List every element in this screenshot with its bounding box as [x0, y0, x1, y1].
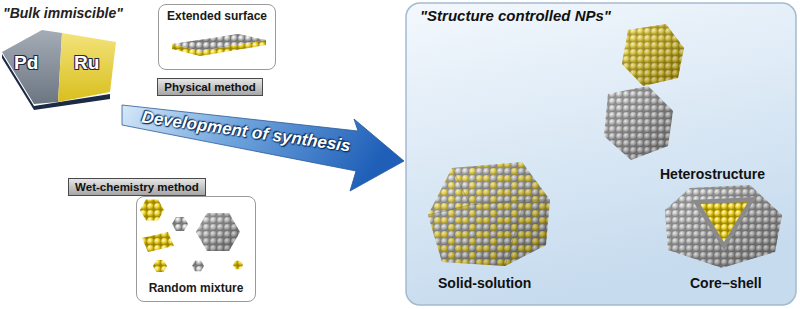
yellow-particle — [140, 200, 164, 221]
domain-shade — [622, 24, 684, 86]
illustration-box: Random mixture — [136, 196, 256, 302]
shell-shade — [665, 185, 782, 268]
yellow-core — [700, 202, 748, 242]
yellow-particle — [153, 260, 167, 272]
grey-particle — [192, 261, 204, 271]
box-title: Extended surface — [167, 9, 267, 23]
pd-region — [2, 30, 62, 104]
box-title: Random mixture — [149, 281, 244, 295]
panel-title: "Structure controlled NPs" — [420, 7, 611, 24]
facet-edge — [505, 200, 525, 266]
heading-text: "Bulk immiscible" — [3, 5, 123, 21]
heterostructure-illustration — [604, 24, 684, 160]
method-label: Physical method — [164, 81, 255, 94]
element-label: Ru — [74, 52, 99, 73]
method-box: Physical method — [157, 78, 262, 96]
mixed-particle — [428, 162, 550, 266]
illustration-box: Extended surface — [158, 4, 276, 70]
particle-shade — [428, 162, 550, 266]
core-shell-illustration — [665, 185, 782, 268]
facet-edge — [470, 200, 550, 205]
slab-illustration — [172, 34, 266, 56]
alloy-shape: "Bulk immiscible" Pd Ru — [0, 0, 125, 110]
cut-face — [692, 197, 756, 250]
facet-edge — [428, 168, 470, 215]
particle-shade — [196, 213, 240, 251]
yellow-domain — [622, 24, 684, 86]
grey-domain — [604, 86, 673, 160]
solid-solution-illustration — [428, 162, 550, 266]
panel-ground — [406, 3, 796, 305]
grey-particle — [172, 217, 188, 231]
shell — [665, 185, 782, 268]
structure-label: Core–shell — [690, 275, 762, 291]
method-box: Wet-chemistry method — [68, 178, 206, 196]
method-label: Wet-chemistry method — [75, 181, 199, 194]
structure-label: Heterostructure — [660, 166, 765, 182]
yellow-particle — [233, 261, 243, 270]
structure-panel: "Structure controlled NPs" — [406, 3, 796, 305]
slab-top — [172, 34, 266, 51]
ru-region — [58, 33, 116, 102]
domain-shade — [604, 86, 673, 160]
random-particles — [140, 200, 243, 272]
element-label: Pd — [14, 52, 38, 73]
structure-label: Solid-solution — [438, 275, 531, 291]
grey-particle — [196, 213, 240, 251]
yellow-rod — [142, 232, 174, 252]
